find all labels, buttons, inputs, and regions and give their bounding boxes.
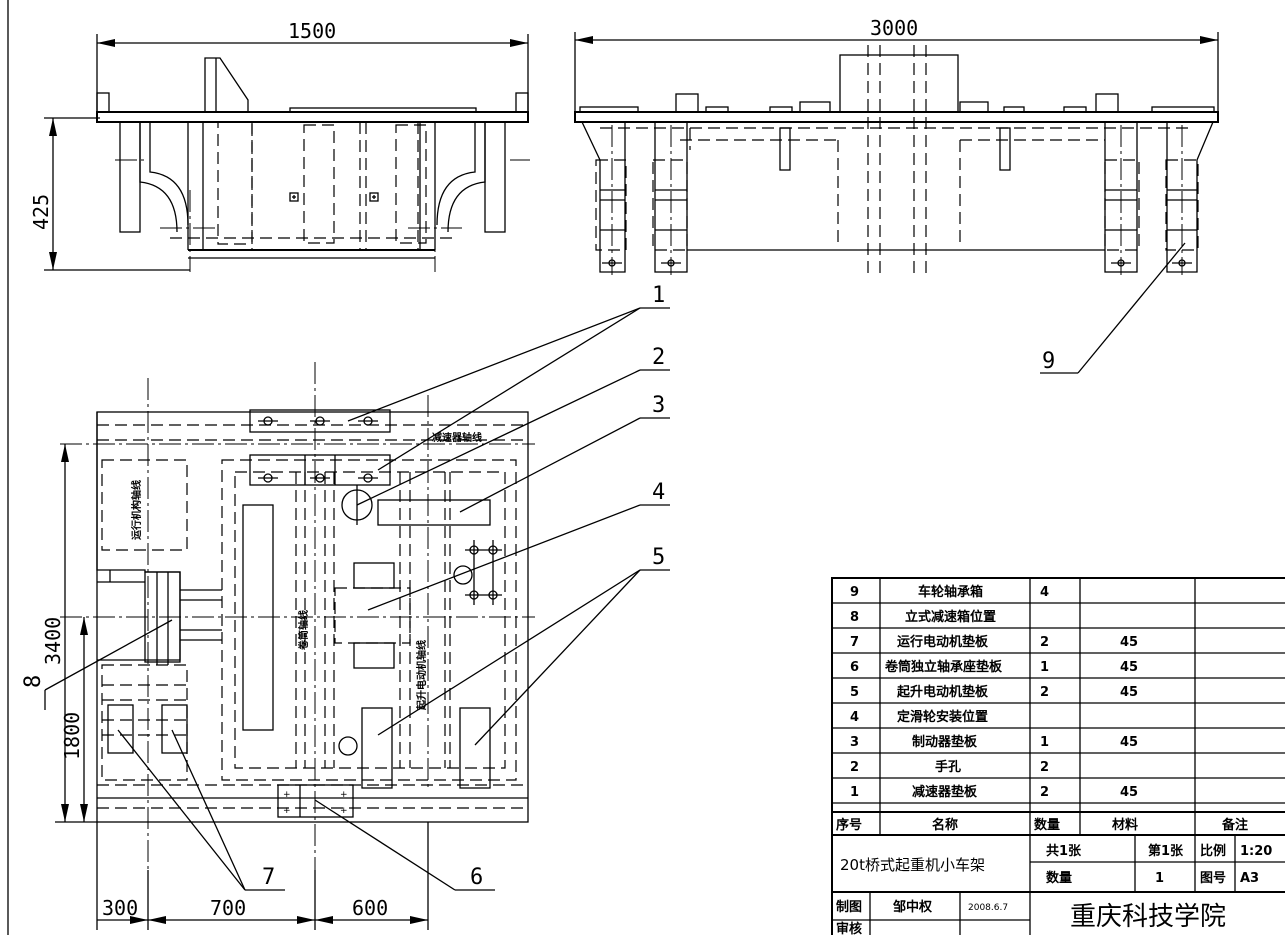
sheets-total: 共1张	[1046, 843, 1082, 859]
axis-label-reducer: 减速器轴线	[432, 431, 482, 444]
row-qty: 2	[1040, 685, 1049, 700]
row-qty: 2	[1040, 635, 1049, 650]
parts-table-rows: 9 车轮轴承箱 4 8 立式减速箱位置 7 运行电动机垫板 2 45 6 卷筒独…	[836, 584, 1248, 833]
scale-value: 1:20	[1240, 844, 1272, 859]
axis-label-hoist-motor: 起升电动机轴线	[415, 640, 428, 711]
callout-5: 5	[652, 545, 665, 570]
dim-700: 700	[210, 896, 246, 920]
dim-1500: 1500	[288, 19, 336, 43]
svg-text:+: +	[283, 806, 291, 816]
callout-9: 9	[1042, 349, 1055, 374]
row-name: 车轮轴承箱	[918, 584, 983, 600]
row-name: 定滑轮安装位置	[896, 709, 988, 725]
row-no: 3	[850, 735, 859, 750]
row-material: 45	[1120, 635, 1138, 650]
drawn-label: 制图	[836, 899, 862, 915]
callout-4: 4	[652, 480, 665, 505]
svg-text:+: +	[283, 790, 291, 800]
dim-3400: 3400	[41, 617, 65, 665]
plan-view: + + + + 3400 1800	[41, 307, 670, 930]
row-no: 6	[850, 660, 859, 675]
checked-label: 审核	[836, 921, 862, 935]
front-view: 1500 425	[29, 19, 530, 272]
row-material: 45	[1120, 785, 1138, 800]
row-no: 4	[850, 710, 859, 725]
qty-label: 数量	[1046, 870, 1072, 886]
row-name: 立式减速箱位置	[905, 609, 996, 625]
header-no: 序号	[836, 817, 862, 833]
row-qty: 1	[1040, 660, 1049, 675]
drawn-by: 邹中权	[893, 899, 933, 915]
scale-label: 比例	[1200, 843, 1226, 859]
dim-425: 425	[29, 194, 53, 230]
drawing-no-value: A3	[1240, 871, 1259, 886]
svg-text:+: +	[340, 790, 348, 800]
row-no: 5	[850, 685, 859, 700]
drawn-date: 2008.6.7	[968, 903, 1008, 913]
parts-table	[831, 577, 1285, 935]
row-name: 起升电动机垫板	[896, 684, 989, 700]
row-qty: 4	[1040, 585, 1049, 600]
callout-3: 3	[652, 393, 665, 418]
row-name: 制动器垫板	[912, 734, 978, 750]
dim-600: 600	[352, 896, 388, 920]
axis-label-travel: 运行机构轴线	[130, 480, 143, 540]
callout-8: 8	[21, 675, 46, 688]
dim-3000: 3000	[870, 16, 918, 40]
row-material: 45	[1120, 735, 1138, 750]
row-qty: 1	[1040, 735, 1049, 750]
row-name: 运行电动机垫板	[897, 634, 989, 650]
row-name: 卷筒独立轴承座垫板	[885, 659, 1003, 675]
callout-6: 6	[470, 865, 483, 890]
side-view: 3000	[574, 16, 1219, 374]
row-no: 1	[850, 785, 859, 800]
row-no: 9	[850, 585, 859, 600]
axis-label-drum: 卷筒轴线	[297, 610, 310, 651]
header-note: 备注	[1221, 817, 1248, 833]
row-no: 7	[850, 635, 859, 650]
qty-value: 1	[1155, 871, 1164, 886]
dim-300: 300	[102, 896, 138, 920]
row-no: 8	[850, 610, 859, 625]
svg-text:+: +	[340, 806, 348, 816]
header-material: 材料	[1112, 817, 1138, 833]
dim-1800: 1800	[60, 712, 84, 760]
callout-2: 2	[652, 345, 665, 370]
header-name: 名称	[932, 817, 958, 833]
callout-1: 1	[652, 283, 665, 308]
institution-name: 重庆科技学院	[1070, 902, 1226, 932]
drawing-title: 20t桥式起重机小车架	[840, 856, 985, 874]
title-block: 20t桥式起重机小车架 共1张 第1张 比例 1:20 数量 1 图号 A3 制…	[836, 843, 1272, 935]
row-no: 2	[850, 760, 859, 775]
row-material: 45	[1120, 660, 1138, 675]
header-qty: 数量	[1034, 817, 1060, 833]
sheet-number: 第1张	[1148, 843, 1184, 859]
drawing-no-label: 图号	[1200, 871, 1226, 886]
callout-7: 7	[262, 865, 275, 890]
row-material: 45	[1120, 685, 1138, 700]
row-qty: 2	[1040, 760, 1049, 775]
row-name: 减速器垫板	[912, 784, 978, 800]
row-qty: 2	[1040, 785, 1049, 800]
row-name: 手孔	[935, 759, 961, 775]
